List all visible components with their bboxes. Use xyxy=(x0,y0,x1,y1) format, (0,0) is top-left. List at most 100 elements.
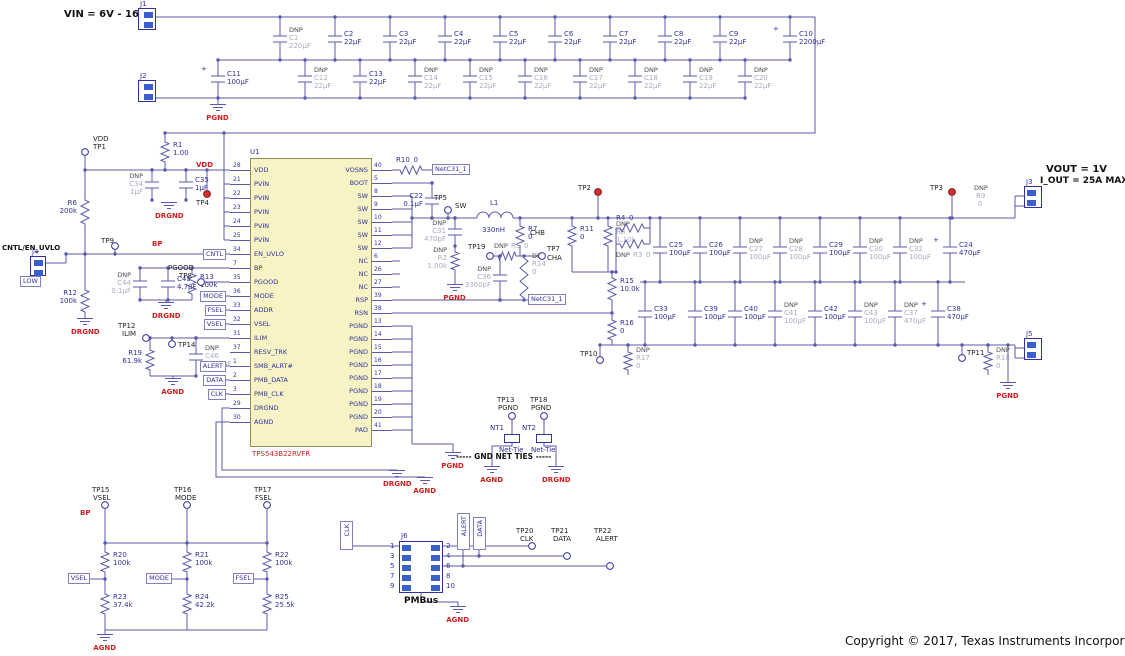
cap-ref-C34: C34 xyxy=(129,180,143,188)
cap-ref-C12: C12 xyxy=(314,74,328,82)
testpoint-TP3 xyxy=(948,188,956,196)
text-PGND-27: PGND xyxy=(531,404,552,412)
cap-val-C27: 100µF xyxy=(749,253,771,261)
connector-pin-J6-4 xyxy=(431,555,440,561)
ic-pin-num-28: 28 xyxy=(233,162,241,169)
ground-label-agnd-12: AGND xyxy=(446,616,470,624)
ground-label-agnd-11: AGND xyxy=(93,644,117,652)
ic-pin-num-41: 41 xyxy=(374,422,382,429)
capacitor-C13 xyxy=(353,60,367,98)
res-ref-R11: R11 xyxy=(580,225,594,233)
cap-ref-C32: C32 xyxy=(909,245,923,253)
res-val-R6: 200k xyxy=(59,207,77,215)
cap-val-C16: 22µF xyxy=(534,82,552,90)
ic-pin-name-SW-11: SW xyxy=(357,231,368,239)
res-val-R10: 0 xyxy=(413,156,418,164)
ic-pin-num-10: 10 xyxy=(374,214,382,221)
testpoint-TP16 xyxy=(183,501,191,509)
ic-pin-num-17: 17 xyxy=(374,370,382,377)
dnp-flag-C46: DNP xyxy=(205,344,219,352)
resistor-R12 xyxy=(79,288,91,314)
text-TP22-43: TP22 xyxy=(594,527,612,535)
connector-J2 xyxy=(138,80,156,102)
cap-val-C5: 22µF xyxy=(509,38,527,46)
text-8-53: 8 xyxy=(446,572,451,580)
capacitor-C5 xyxy=(493,17,507,60)
capacitor-C29 xyxy=(813,218,827,282)
ic-pin-stub-SW-10 xyxy=(372,222,392,223)
cap-val-C20: 22µF xyxy=(754,82,772,90)
testpoint-TP5 xyxy=(444,206,452,214)
dnp-flag-C31: DNP xyxy=(432,219,446,227)
res-ref-R22: R22 xyxy=(275,551,289,559)
cap-ref-C36: C36 xyxy=(477,273,491,281)
resistor-R1 xyxy=(159,140,171,164)
cap-ref-C41: C41 xyxy=(784,309,798,317)
text-CHB-16: CHB xyxy=(530,229,545,237)
ic-pin-stub-PGND-13 xyxy=(372,326,392,327)
ic-pin-num-33: 33 xyxy=(233,302,241,309)
cap-ref-C46: C46 xyxy=(205,352,219,360)
resistor-R13 xyxy=(186,272,198,296)
ic-pin-name-PVIN-21: PVIN xyxy=(254,180,270,188)
text-VDD-2: VDD xyxy=(196,161,214,169)
net-label-vertical-CLK: CLK xyxy=(340,521,353,550)
res-val-R4: 0 xyxy=(629,214,634,222)
text-NetTie-30: Net-Tie xyxy=(499,446,524,454)
connector-pin-J6-6 xyxy=(431,565,440,571)
ground-symbol-agnd-3 xyxy=(165,378,181,385)
dnp-flag-C28: DNP xyxy=(789,237,803,245)
dnp-flag-C1: DNP xyxy=(289,26,303,34)
resistor-R2 xyxy=(449,250,461,272)
res-ref-R16: R16 xyxy=(620,319,634,327)
ic-pin-num-25: 25 xyxy=(233,232,241,239)
cap-val-C10: 2200µF xyxy=(799,38,826,46)
connector-pin-J1-2 xyxy=(144,22,153,28)
ground-label-drgnd-4: DRGND xyxy=(383,480,412,488)
ic-pin-stub-PGND-14 xyxy=(372,339,392,340)
cap-val-C30: 100µF xyxy=(869,253,891,261)
text-VSEL-33: VSEL xyxy=(93,494,111,502)
cap-ref-C33: C33 xyxy=(654,305,668,313)
ic-pin-stub-RESV_TRK-37 xyxy=(230,352,250,353)
cap-val-C1: 220µF xyxy=(289,42,311,50)
cap-ref-C45: C45 xyxy=(177,275,191,283)
cap-ref-C5: C5 xyxy=(509,30,519,38)
net-label-ALERT-4: ALERT xyxy=(199,361,226,372)
testpoint-TP10 xyxy=(596,356,604,364)
res-ref-R3: R3 xyxy=(633,251,643,259)
net-label-vertical-DATA: DATA xyxy=(473,517,486,550)
resistor-R25 xyxy=(261,592,273,616)
ic-pin-stub-ADDR-33 xyxy=(230,310,250,311)
wires-output-right xyxy=(392,169,1024,452)
ic-pin-stub-PVIN-23 xyxy=(230,212,250,213)
ic-pin-stub-PVIN-21 xyxy=(230,184,250,185)
testpoint-TP8 xyxy=(197,278,205,286)
resistor-R24 xyxy=(181,592,193,616)
resistor-R21 xyxy=(181,550,193,574)
text-TP9-3: TP9 xyxy=(101,237,114,245)
res-ref-R19: R19 xyxy=(128,349,142,357)
ic-pin-name-RESV_TRK-37: RESV_TRK xyxy=(254,348,288,356)
capacitor-C25 xyxy=(653,218,667,282)
cap-ref-C3: C3 xyxy=(399,30,409,38)
res-ref-R23: R23 xyxy=(113,593,127,601)
ic-pin-num-7: 7 xyxy=(233,260,237,267)
cap-val-C2: 22µF xyxy=(344,38,362,46)
ic-pin-num-9: 9 xyxy=(374,201,378,208)
ic-pin-num-39: 39 xyxy=(374,292,382,299)
ic-pin-name-BP-7: BP xyxy=(254,264,263,272)
res-ref-R7: R7 xyxy=(528,225,538,233)
text-BP-38: BP xyxy=(80,509,91,517)
ic-pin-stub-RSP-39 xyxy=(372,300,392,301)
connector-label-J3: J3 xyxy=(1026,178,1033,186)
cap-val-C9: 22µF xyxy=(729,38,747,46)
text-TP10-22: TP10 xyxy=(580,350,598,358)
capacitor-C32 xyxy=(893,218,907,282)
connector-pin-J1-1 xyxy=(144,12,153,18)
cap-ref-C1: C1 xyxy=(289,34,299,42)
polarity-plus-C10: + xyxy=(773,25,779,33)
res-ref-R8: R8 xyxy=(616,228,626,236)
cap-val-C38: 470µF xyxy=(947,313,969,321)
ic-pin-name-PMB_DATA-2: PMB_DATA xyxy=(254,376,288,384)
